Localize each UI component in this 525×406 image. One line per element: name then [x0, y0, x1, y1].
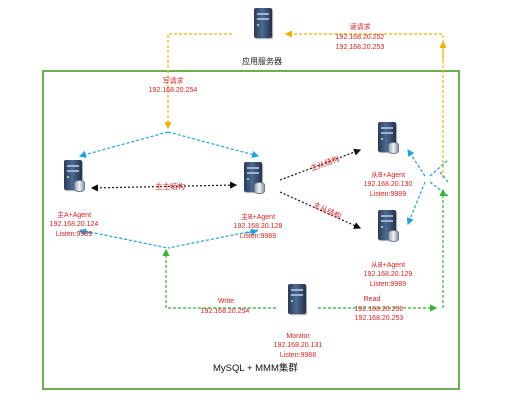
write-vip-to-master-b [167, 131, 260, 158]
master-a-listen: Listen:9989 [55, 231, 93, 238]
slave-1-name: 从B+Agent [370, 172, 406, 179]
monitor-name: Monitor [286, 333, 310, 340]
read-path-line [284, 30, 444, 178]
monitor-read-ip-1: 192.168.20.252 [354, 306, 404, 313]
write-path-line [164, 33, 232, 130]
slave-2-name: 从B+Agent [370, 262, 406, 269]
write-request-ip: 192.168.20.254 [148, 87, 198, 94]
read-request-ip-2: 192.168.20.253 [335, 44, 385, 51]
read-vip-right-1 [429, 159, 449, 177]
slave-1-server-icon [374, 122, 400, 158]
slave-1-listen: Listen:9989 [369, 191, 407, 198]
master-b-server-icon [240, 162, 266, 198]
master-master-line [90, 181, 238, 192]
write-request-title: 写请求 [162, 78, 184, 85]
master-master-label: 主主结构 [155, 182, 185, 191]
monitor-write-line [162, 248, 276, 309]
cluster-boundary [42, 70, 460, 390]
monitor-server-icon [284, 284, 310, 320]
slave-2-server-icon [374, 210, 400, 246]
master-a-bottom-arrow [78, 228, 93, 236]
master-b-bottom-arrow [244, 228, 259, 236]
monitor-write-ip: 192.168.20.254 [200, 308, 250, 315]
read-request-title: 读请求 [349, 24, 371, 31]
read-vip-right-2 [429, 181, 449, 197]
monitor-ip: 192.168.20.131 [273, 342, 323, 349]
master-slave-line-bottom [279, 191, 362, 229]
monitor-listen: Listen:9988 [279, 352, 317, 359]
write-vip-to-master-a [78, 131, 169, 158]
master-a-name: 主A+Agent [56, 212, 92, 219]
monitor-write-title: Write [217, 298, 235, 305]
slave-1-ip: 192.168.20.130 [363, 181, 413, 188]
read-vip-to-slave-1 [407, 148, 426, 177]
app-server-label: 应用服务器 [242, 57, 282, 66]
master-b-ip: 192.168.20.128 [233, 223, 283, 230]
master-b-listen: Listen:9989 [239, 233, 277, 240]
app-server-icon [250, 8, 276, 44]
monitor-read-ip-2: 192.168.20.253 [354, 315, 404, 322]
slave-2-ip: 192.168.20.129 [363, 271, 413, 278]
master-b-to-vip-bottom [167, 229, 259, 249]
cluster-title: MySQL + MMM集群 [213, 363, 298, 374]
master-a-server-icon [60, 160, 86, 196]
monitor-read-title: Read [363, 296, 381, 303]
master-a-ip: 192.168.20.124 [49, 221, 99, 228]
slave-2-listen: Listen:9989 [369, 281, 407, 288]
read-vip-right-3 [439, 171, 449, 183]
read-request-ip-1: 192.168.20.252 [335, 34, 385, 41]
master-b-name: 主B+Agent [240, 214, 276, 221]
read-vip-to-slave-2 [406, 181, 426, 226]
